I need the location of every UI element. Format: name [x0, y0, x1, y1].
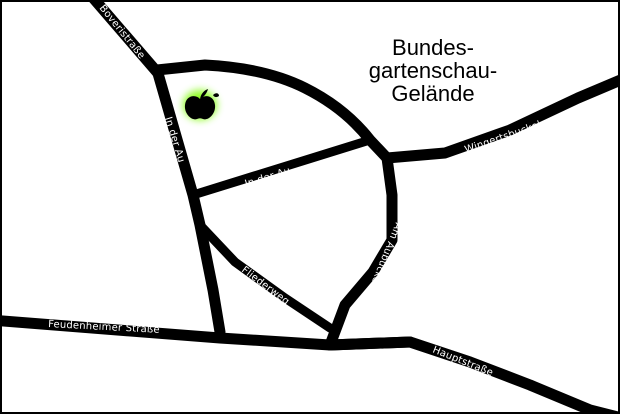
- label-hauptstrasse: Hauptstraße: [431, 345, 495, 379]
- road-fliederweg: [195, 220, 335, 333]
- area-label-line-2: gartenschau-: [368, 58, 498, 83]
- label-am-aubuckel: Am Aubuckel: [368, 221, 404, 288]
- area-label-line-3: Gelände: [391, 81, 475, 106]
- area-label-bundesgartenschau: Bundes- gartenschau- Gelände: [348, 36, 518, 105]
- area-label-line-1: Bundes-: [392, 35, 474, 60]
- road-in-der-au-horizontal: [188, 135, 375, 200]
- label-boveristrasse: Boveristraße: [97, 3, 147, 61]
- road-hauptstrasse: [324, 336, 620, 414]
- road-north-loop: [151, 59, 393, 164]
- road-wingertsbuckel: [381, 74, 620, 164]
- road-boveristrasse: [87, 0, 163, 78]
- apple-marker-icon[interactable]: [183, 89, 219, 120]
- label-fliederweg: Fliederweg: [239, 265, 291, 308]
- road-am-aubuckel: [324, 152, 398, 351]
